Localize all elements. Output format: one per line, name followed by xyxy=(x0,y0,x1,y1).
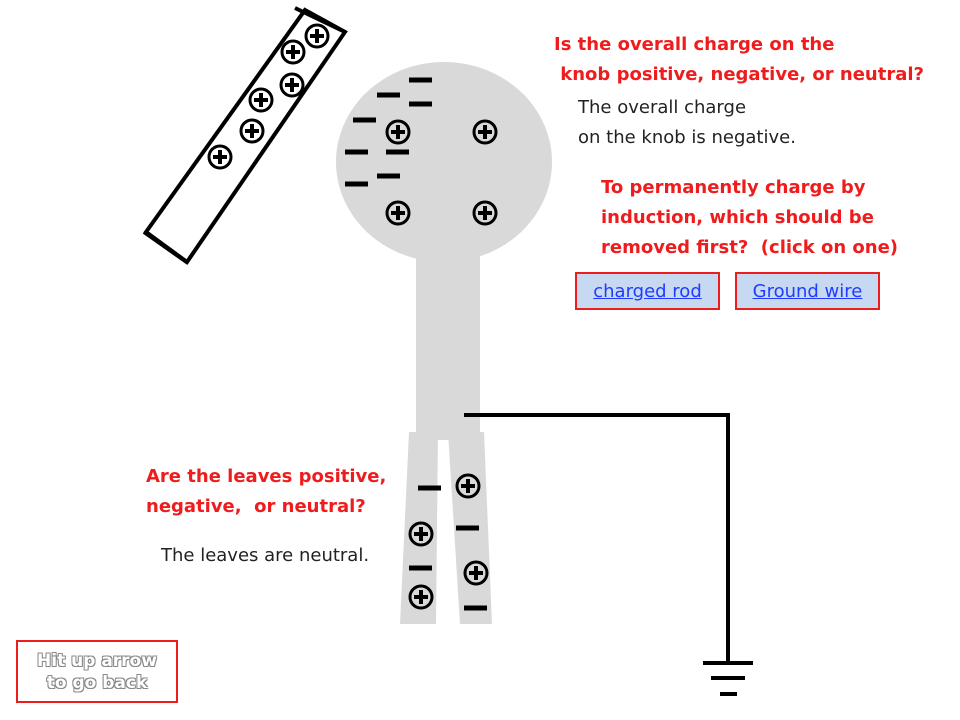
ground-wire[interactable] xyxy=(464,413,730,663)
ground-symbol-icon xyxy=(703,661,753,696)
electroscope xyxy=(336,62,552,624)
knob-charge-question: Is the overall charge on the knob positi… xyxy=(554,34,924,85)
go-back-line1: Hit up arrow xyxy=(37,650,157,671)
leaves-charge-question: Are the leaves positive, negative, or ne… xyxy=(146,466,387,517)
charged-rod-button[interactable]: charged rod xyxy=(575,272,720,310)
electroscope-stem xyxy=(416,240,480,440)
leaves-charge-answer: The leaves are neutral. xyxy=(161,545,370,566)
induction-question: To permanently charge by induction, whic… xyxy=(601,177,899,258)
knob-negative-charges xyxy=(345,77,432,187)
knob-charge-answer: The overall charge on the knob is negati… xyxy=(578,97,796,148)
leaf-negative-charges xyxy=(409,485,487,611)
go-back-button[interactable]: Hit up arrow to go back xyxy=(16,640,178,703)
ground-wire-button[interactable]: Ground wire xyxy=(735,272,880,310)
go-back-line2: to go back xyxy=(46,672,148,693)
electroscope-knob xyxy=(336,62,552,262)
